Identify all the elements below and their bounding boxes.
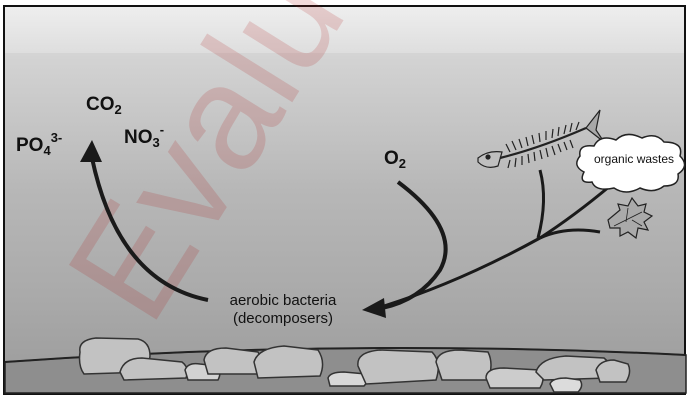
label-co2: CO2 bbox=[86, 95, 122, 116]
co2-sub: 2 bbox=[115, 102, 122, 117]
no3-sub: 3 bbox=[153, 135, 160, 150]
line-to-bacteria bbox=[384, 238, 540, 306]
o2-sub: 2 bbox=[399, 156, 406, 171]
bacteria-line1: aerobic bacteria bbox=[208, 292, 358, 310]
rock bbox=[486, 368, 543, 388]
bacteria-label: aerobic bacteria (decomposers) bbox=[208, 292, 358, 328]
o2-base: O bbox=[384, 148, 399, 169]
rock bbox=[120, 358, 187, 380]
no3-sup: - bbox=[160, 122, 164, 137]
rock bbox=[254, 346, 323, 378]
co2-base: CO bbox=[86, 94, 115, 115]
arrow-oxygen-to-bacteria bbox=[382, 182, 446, 308]
label-po4: PO43- bbox=[16, 131, 62, 157]
arrowhead-bacteria bbox=[362, 298, 386, 318]
bacteria-line2: (decomposers) bbox=[208, 310, 358, 328]
label-o2: O2 bbox=[384, 149, 406, 170]
line-from-fish bbox=[538, 170, 544, 238]
rock bbox=[204, 348, 261, 374]
po4-sup: 3- bbox=[51, 130, 63, 145]
rock bbox=[358, 350, 438, 384]
po4-base: PO bbox=[16, 135, 43, 156]
no3-base: NO bbox=[124, 127, 153, 148]
po4-sub: 4 bbox=[43, 143, 50, 158]
rock bbox=[550, 378, 582, 392]
label-no3: NO3- bbox=[124, 123, 164, 149]
arrowhead-nutrients bbox=[80, 140, 102, 162]
organic-wastes-label: organic wastes bbox=[594, 152, 674, 166]
rock bbox=[436, 350, 491, 380]
rock bbox=[596, 360, 630, 382]
